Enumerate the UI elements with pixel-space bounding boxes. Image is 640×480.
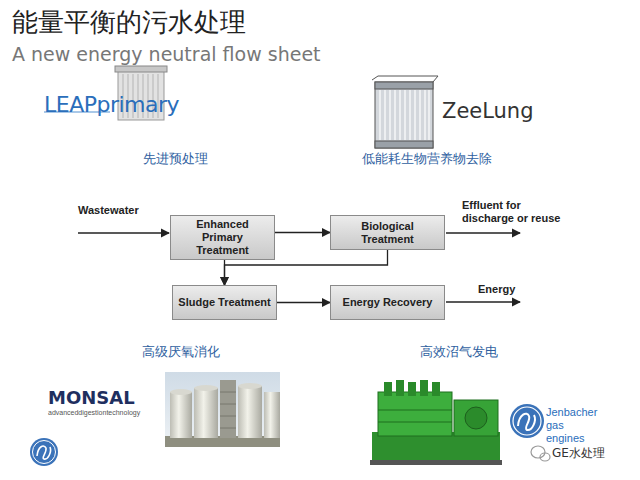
flow-arrows — [78, 233, 520, 302]
process-box: Biological Treatment — [330, 215, 445, 250]
caption-text: 高级厌氧消化 — [142, 344, 220, 360]
wechat-icon — [531, 446, 550, 461]
watermark: GE水处理 — [552, 446, 605, 461]
box-label: Enhanced Primary Treatment — [175, 218, 270, 257]
box-text: Energy Recovery — [343, 296, 433, 309]
box-text: Enhanced Primary Treatment — [175, 218, 270, 257]
membrane-module — [372, 76, 438, 148]
title: 能量平衡的污水处理 — [12, 6, 246, 38]
company-logo: Jenbacher gas engines — [546, 406, 598, 445]
box-label: Biological Treatment — [335, 220, 440, 246]
flow-connector — [224, 260, 225, 285]
box-text: Biological Treatment — [335, 220, 440, 246]
box-label: Energy Recovery — [343, 296, 433, 309]
flow-connector — [275, 232, 330, 233]
flow-label: Effluent for discharge or reuse — [462, 199, 566, 225]
ge-logo — [510, 404, 544, 438]
flow-label: Wastewater — [78, 204, 139, 217]
ge-logo — [30, 438, 58, 466]
flow-label: Energy — [478, 283, 515, 296]
product-logo: LEAPprimary — [44, 92, 179, 118]
digester-photo — [165, 372, 280, 447]
process-box: Sludge Treatment — [172, 285, 277, 320]
box-label: Sludge Treatment — [178, 296, 270, 309]
caption-text: 先进预处理 — [143, 151, 208, 167]
caption-text: 高效沼气发电 — [420, 344, 498, 360]
gas-engine — [370, 380, 502, 465]
caption-text: 低能耗生物营养物去除 — [362, 151, 492, 167]
process-box: Enhanced Primary Treatment — [170, 215, 275, 260]
subtitle: A new energy neutral flow sheet — [12, 42, 321, 66]
process-box: Energy Recovery — [330, 285, 445, 320]
box-text: Sludge Treatment — [178, 296, 270, 309]
product-logo: ZeeLung — [442, 98, 534, 124]
flow-connector — [277, 302, 330, 303]
company-logo: MONSAL — [48, 387, 135, 409]
logo-tagline: advanceddigestiontechnology — [48, 409, 140, 417]
